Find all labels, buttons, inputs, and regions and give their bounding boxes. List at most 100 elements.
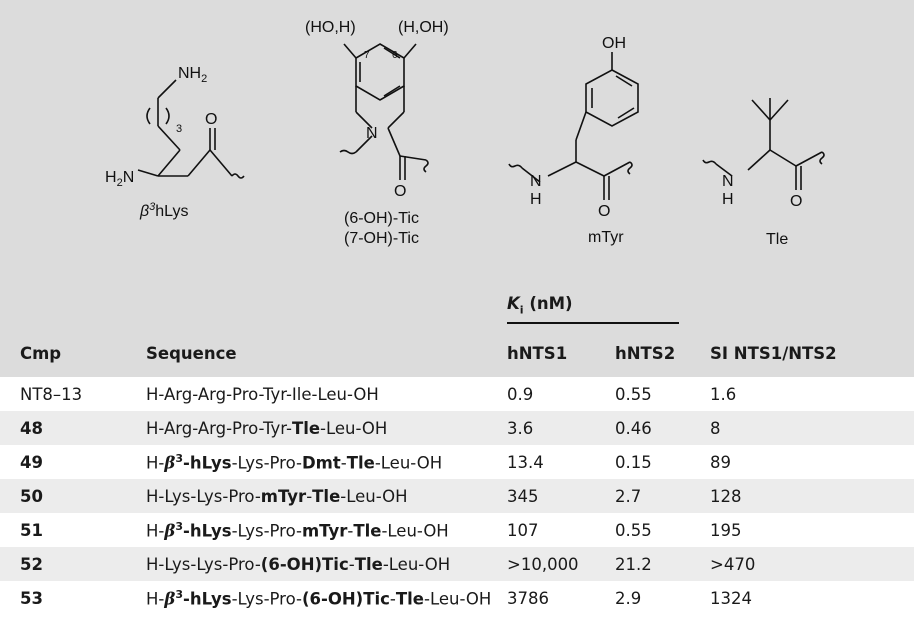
sequence-segment: Tle [354, 554, 383, 574]
tle-h-label: H [722, 191, 734, 208]
sequence-segment: 3 [175, 587, 183, 601]
sequence-segment: H-Arg-Arg-Pro-Tyr-Ile-Leu-OH [146, 384, 379, 404]
sequence-segment: Tle [395, 589, 424, 609]
b3hlys-caption: β3hLys [139, 201, 188, 220]
cell-hnts1: 3786 [507, 588, 549, 608]
col-header-hnts1: hNTS1 [487, 330, 595, 378]
mtyr-o-label: O [598, 203, 610, 220]
col-header-cmp: Cmp [0, 330, 126, 378]
sequence-segment: (6-OH)Tic [260, 554, 349, 574]
cell-sequence: H-β3-hLys-Lys-Pro-(6-OH)Tic-Tle-Leu-OH [126, 581, 491, 615]
mtyr-caption: mTyr [588, 229, 624, 246]
cell-hnts2: 2.7 [615, 486, 642, 506]
cell-sequence: H-β3-hLys-Lys-Pro-Dmt-Tle-Leu-OH [126, 445, 487, 479]
mtyr-n-label: N [530, 173, 542, 190]
structure-tle [702, 98, 825, 190]
sequence-segment: -Leu-OH [381, 521, 449, 541]
sequence-segment: -hLys [183, 453, 232, 473]
table-row: 52 H-Lys-Lys-Pro-(6-OH)Tic-Tle-Leu-OH >10,… [0, 547, 914, 581]
cell-sequence: H-Lys-Lys-Pro-(6-OH)Tic-Tle-Leu-OH [126, 547, 487, 581]
cell-hnts1: >10,000 [507, 554, 579, 574]
sequence-segment: -Leu-OH [320, 418, 388, 438]
cell-si: 1.6 [710, 384, 737, 404]
sequence-segment: mTyr [301, 521, 348, 541]
sequence-segment: -hLys [183, 521, 232, 541]
cell-sequence: H-Arg-Arg-Pro-Tyr-Ile-Leu-OH [126, 377, 487, 411]
mtyr-h-label: H [530, 191, 542, 208]
cell-hnts1: 13.4 [507, 452, 544, 472]
mtyr-oh-label: OH [602, 35, 626, 52]
sequence-segment: -Leu-OH [340, 486, 408, 506]
sequence-segment: H- [146, 453, 165, 473]
b3hlys-o-label: O [205, 111, 217, 128]
sequence-segment: -Lys-Pro- [231, 589, 302, 609]
ki-group-header: Ki (nM) [487, 286, 690, 330]
cell-cmp: 52 [20, 554, 43, 574]
binding-affinity-table: Ki (nM) Cmp Sequence hNTS1 hNTS2 SI NTS1… [0, 286, 914, 615]
sequence-segment: -Leu-OH [382, 554, 451, 574]
sequence-segment: Dmt [301, 453, 341, 473]
sequence-segment: -Leu-OH [424, 589, 492, 609]
sequence-segment: H- [146, 521, 165, 541]
cell-hnts1: 345 [507, 486, 539, 506]
sequence-segment: 3 [175, 519, 183, 533]
cell-hnts1: 0.9 [507, 384, 534, 404]
sequence-segment: -hLys [183, 589, 232, 609]
cell-cmp: 53 [20, 588, 43, 608]
structures-panel: NH2 3 H2N O β3hLys (HO,H) (H,OH) 7 6 N O… [0, 0, 914, 286]
chemical-structures-drawing: NH2 3 H2N O β3hLys (HO,H) (H,OH) 7 6 N O… [105, 19, 825, 248]
structure-oh-tic [339, 43, 429, 180]
cell-cmp: 51 [20, 520, 43, 540]
cell-cmp: NT8–13 [20, 384, 83, 404]
results-table-container: Ki (nM) Cmp Sequence hNTS1 hNTS2 SI NTS1… [0, 286, 914, 615]
sequence-segment: β [164, 589, 176, 609]
ki-unit: (nM) [523, 293, 573, 313]
cell-si: 128 [710, 486, 742, 506]
cell-sequence: H-Lys-Lys-Pro-mTyr-Tle-Leu-OH [126, 479, 487, 513]
cell-si: 89 [710, 452, 731, 472]
sequence-segment: - [389, 589, 396, 609]
sequence-segment: Tle [346, 453, 375, 473]
sequence-segment: Tle [353, 521, 382, 541]
table-body: NT8–13 H-Arg-Arg-Pro-Tyr-Ile-Leu-OH 0.9 0.5… [0, 377, 914, 615]
col-header-si: SI NTS1/NTS2 [690, 330, 914, 378]
sequence-segment: β [164, 521, 176, 541]
tic-position-6: 6 [392, 50, 398, 61]
sequence-segment: H-Arg-Arg-Pro-Tyr- [146, 418, 292, 438]
cell-hnts2: 0.46 [615, 418, 652, 438]
sequence-segment: mTyr [260, 486, 307, 506]
tle-o-label: O [790, 193, 802, 210]
cell-hnts1: 107 [507, 520, 539, 540]
sequence-segment: - [347, 521, 354, 541]
sequence-segment: - [340, 453, 347, 473]
ki-symbol: K [507, 293, 520, 313]
cell-hnts2: 0.55 [615, 384, 652, 404]
sequence-segment: - [306, 486, 313, 506]
table-header-row: Cmp Sequence hNTS1 hNTS2 SI NTS1/NTS2 [0, 330, 914, 378]
sequence-segment: -Lys-Pro- [231, 521, 302, 541]
sequence-segment: H-Lys-Lys-Pro- [146, 554, 261, 574]
col-header-sequence: Sequence [126, 330, 487, 378]
sequence-segment: - [348, 554, 355, 574]
tic-n-label: N [366, 125, 378, 142]
cell-si: 8 [710, 418, 721, 438]
cell-hnts1: 3.6 [507, 418, 534, 438]
sequence-segment: Tle [291, 418, 321, 438]
ki-subscript: i [519, 303, 524, 316]
table-header-row-top: Ki (nM) [0, 286, 914, 330]
cell-hnts2: 21.2 [615, 554, 652, 574]
b3hlys-repeat-label: 3 [176, 123, 182, 135]
table-row: NT8–13 H-Arg-Arg-Pro-Tyr-Ile-Leu-OH 0.9 0.5… [0, 377, 914, 411]
sequence-segment: β [164, 453, 176, 473]
sequence-segment: (6-OH)Tic [301, 589, 390, 609]
cell-si: >470 [710, 554, 756, 574]
cell-cmp: 49 [20, 452, 43, 472]
tic-substituent-7: (HO,H) [305, 19, 356, 36]
structure-b3hlys [137, 79, 245, 179]
